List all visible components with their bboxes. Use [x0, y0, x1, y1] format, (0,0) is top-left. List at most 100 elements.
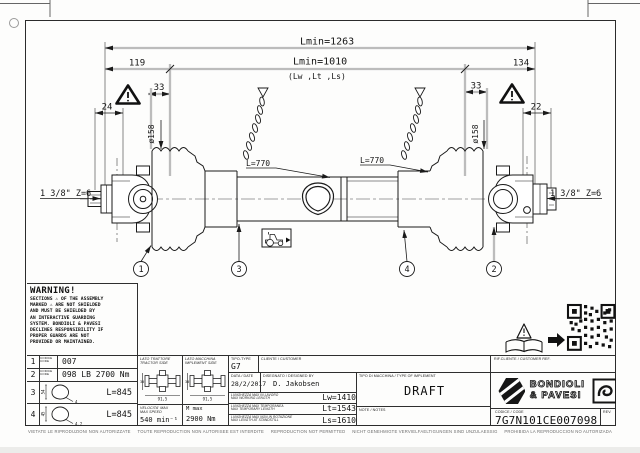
warning-note: WARNING! SECTIONS ⚠ OF THE ASSEMBLY MARK…: [27, 283, 138, 355]
balloon-4: 4: [404, 265, 409, 275]
dim-guard-dia-left: ø158: [147, 124, 156, 143]
arrow-to-qr-icon: [548, 333, 565, 347]
implement-type-cell: TIPO DI MACCHINA / TYPE OF IMPLEMENT DRA…: [356, 372, 490, 406]
tractor-side-badge: [261, 228, 292, 248]
customer-ref-cell: RIF.CLIENTE / CUSTOMER REF.: [490, 355, 616, 372]
part-row-4-num: 4: [27, 403, 39, 426]
dim-33-right: 33: [471, 82, 482, 92]
dim-tube-right: L=770: [360, 156, 384, 165]
part-row-2-code-label: CODICE CODE: [39, 368, 57, 381]
part-row-1-code-label: CODICE CODE: [39, 355, 57, 368]
implement-side-cell: LATO MACCHINA IMPLEMENT SIDE 30.2 91,5: [182, 355, 228, 404]
implement-type-value: DRAFT: [403, 384, 446, 399]
warning-triangle-right: [499, 83, 525, 104]
designer-cell: DISEGNATO / DESIGNED BY D. Jakobsen: [260, 372, 356, 392]
max-speed-value: 540 min⁻¹: [140, 415, 178, 424]
temporary-length-cell: LUNGHEZZA MAX TEMPORANEA MAX TEMPORARY L…: [228, 403, 356, 414]
cross-span-dim: 91,5: [203, 396, 213, 401]
part-row-3-num: 3: [27, 381, 39, 403]
part-row-3-body: 54 4 L=845: [39, 381, 137, 404]
designer-value: D. Jakobsen: [273, 380, 320, 389]
balloon-markers: [133, 261, 502, 277]
working-length-cell: LUNGHEZZA MAX IN LAVORO MAX WORKING LENG…: [228, 392, 356, 403]
tube-profile-icon: 45 4.2: [41, 406, 83, 427]
dim-22: 22: [531, 103, 542, 113]
dim-33-left: 33: [154, 83, 165, 93]
notice-fr: TOUTE REPRODUCTION NON AUTORISEE EST INT…: [137, 429, 264, 434]
scan-edge-shadow: [0, 447, 640, 453]
type-value: G7: [231, 362, 241, 372]
profile-wall: 4.2: [75, 422, 83, 427]
date-cell: DATA / DATE 28/2/2017: [228, 372, 266, 392]
brand-cell: BONDIOLI & PAVESI: [490, 372, 616, 408]
part-row-2-value: 098 LB 2700 Nm: [57, 368, 137, 381]
dim-lmin-note: (Lw ,Lt ,Ls): [288, 72, 346, 81]
profile-wall: 4: [75, 399, 78, 404]
notice-es: PROHIBIDA LA REPRODUCCION NO AUTORIZADA: [504, 429, 612, 434]
part-row-4-value: L=845: [106, 410, 132, 420]
dim-lmin-min: Lmin=1010: [293, 57, 347, 68]
cross-cup-dim: 30.2: [140, 380, 149, 384]
part-row-2-num: 2: [27, 368, 39, 381]
dim-lines: [95, 64, 551, 149]
tractor-icon: [265, 232, 284, 247]
leaders: [40, 164, 602, 262]
part-row-1-num: 1: [27, 355, 39, 368]
cross-span-dim: 91,5: [158, 396, 168, 401]
spline-spec-left: 1 3/8" Z=6: [40, 189, 91, 199]
part-row-4-body: 45 4.2 L=845: [39, 403, 137, 427]
code-cell: CODICE / CODE 7G7N101CE007098: [490, 408, 600, 428]
profile-height: 45: [41, 411, 46, 416]
notice-de: NICHT GENEHMIGTE VERVIELFAELTIGUNGEN SIN…: [352, 429, 498, 434]
registration-marks: [0, 0, 640, 28]
right-safety-chain: [401, 87, 426, 160]
standstill-length-value: Ls=1610: [322, 416, 356, 425]
qr-code: [566, 303, 616, 351]
spline-spec-right: 1 3/8" Z=6: [550, 189, 601, 199]
dim-24: 24: [102, 103, 113, 113]
notice-en: REPRODUCTION NOT PERMITTED: [270, 429, 346, 434]
dim-134: 134: [513, 59, 529, 69]
brand-name: BONDIOLI & PAVESI: [529, 379, 585, 401]
tractor-side-cell: LATO TRATTORE TRACTOR SIDE 30.2 91,5: [137, 355, 182, 404]
standstill-length-cell: LUNGHEZZA MAX NON IN ROTAZIONE MAX LENGT…: [228, 414, 356, 426]
notice-it: VIETATE LE RIPRODUZIONI NON AUTORIZZATE: [28, 429, 131, 434]
left-guard-cone: [151, 147, 238, 251]
read-manual-icon: [505, 323, 543, 353]
dim-tube-left: L=770: [246, 159, 270, 168]
customer-cell: CLIENTE / CUSTOMER: [258, 355, 490, 372]
cross-cup-dim: 30.2: [185, 380, 194, 384]
direction-arrow-icon: [286, 237, 291, 243]
guard-shield-emblem: [301, 182, 335, 216]
reproduction-notices: VIETATE LE RIPRODUZIONI NON AUTORIZZATE …: [28, 429, 612, 434]
torque-label: M max: [186, 406, 203, 412]
tube-profile-icon: 54 4: [41, 384, 78, 404]
warning-triangle-left: [115, 84, 141, 105]
part-row-1-value: 007: [57, 355, 137, 368]
working-length-value: Lw=1410: [322, 393, 356, 402]
balloon-2: 2: [491, 265, 496, 275]
dim-guard-dia-right: ø158: [471, 124, 480, 143]
notes-cell: NOTE / NOTES: [356, 406, 490, 426]
code-value: 7G7N101CE007098: [495, 414, 598, 428]
cross-journal-icon: 30.2 91,5: [185, 369, 226, 401]
dim-119: 119: [129, 59, 145, 69]
warning-text: SECTIONS ⚠ OF THE ASSEMBLY MARKED ⚠ ARE …: [30, 297, 104, 346]
temporary-length-value: Lt=1543: [322, 404, 356, 413]
shaft-geometry: [87, 87, 557, 251]
sheet-border: [25, 20, 616, 426]
highlighted-dim-lines: [105, 45, 535, 262]
dim-lmin-total: Lmin=1263: [300, 37, 354, 48]
bondioli-hexagon-icon: [498, 377, 525, 404]
warning-title: WARNING!: [30, 286, 76, 296]
rev-cell: REV.: [600, 408, 616, 426]
balloon-1: 1: [138, 265, 143, 275]
type-cell: TIPO-TYPE G7: [228, 355, 258, 372]
max-speed-cell: VELOCITA' MAX MAX SPEED 540 min⁻¹: [137, 404, 182, 426]
cross-journal-icon: 30.2 91,5: [140, 369, 181, 401]
bp-square-mark-icon: [592, 378, 616, 403]
left-safety-chain: [243, 87, 269, 160]
balloon-3: 3: [236, 265, 241, 275]
